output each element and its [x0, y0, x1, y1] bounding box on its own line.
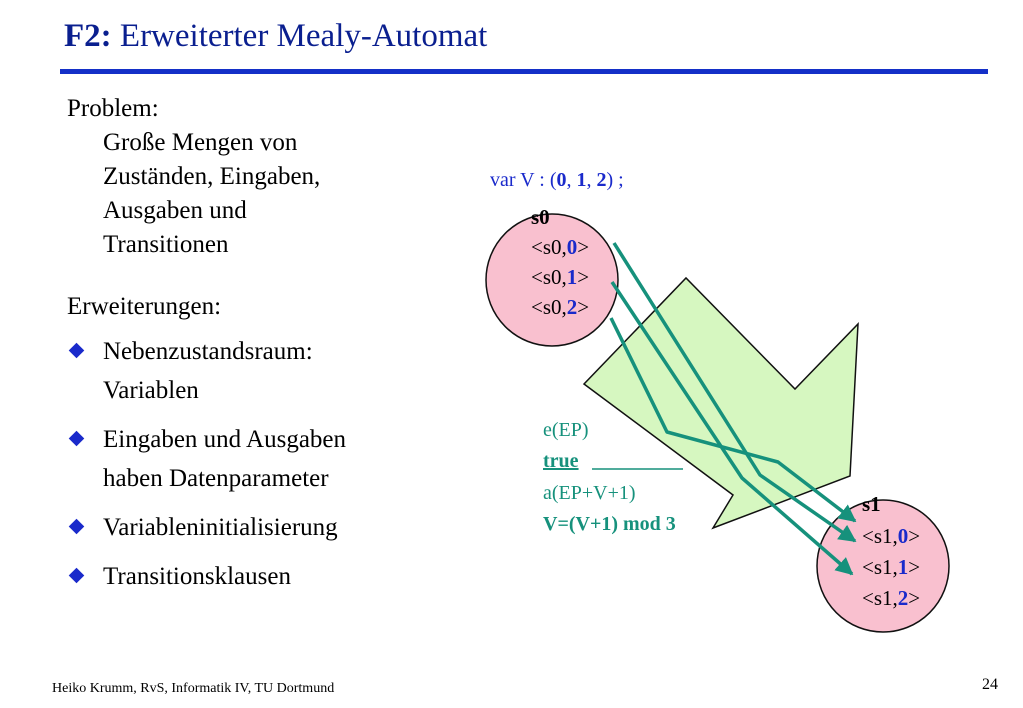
footer-author: Heiko Krumm, RvS, Informatik IV, TU Dort…	[52, 681, 335, 696]
state-s0-name: s0	[531, 205, 550, 229]
problem-line: Zuständen, Eingaben,	[103, 163, 321, 190]
transition-guard: true	[543, 450, 579, 472]
left-text-column: Problem: Große Mengen von Zuständen, Ein…	[67, 92, 346, 606]
transition-output: a(EP+V+1)	[543, 482, 636, 504]
bullet-item: Eingaben und Ausgaben haben Datenparamet…	[67, 420, 346, 498]
state-s0-item: <s0,1>	[531, 265, 589, 289]
bullet-item: Nebenzustandsraum: Variablen	[67, 332, 346, 410]
state-s0: s0 <s0,0> <s0,1> <s0,2>	[531, 205, 589, 319]
problem-heading: Problem:	[67, 95, 159, 122]
transition-arrow-1-to-2	[610, 281, 854, 576]
problem-line: Große Mengen von	[103, 129, 298, 156]
state-s0-circle	[485, 213, 619, 347]
transition-arrow-2-to-0	[609, 317, 857, 523]
state-s1-item: <s1,2>	[862, 586, 920, 610]
state-s1: s1 <s1,0> <s1,1> <s1,2>	[862, 492, 920, 610]
transition-arrow-0-to-1	[612, 242, 857, 543]
transition-assignment: V=(V+1) mod 3	[543, 513, 676, 535]
slide-title: F2: Erweiterter Mealy-Automat	[64, 18, 488, 54]
bullet-item: Variableninitialisierung	[67, 508, 346, 547]
state-s1-name: s1	[862, 492, 881, 516]
title-divider	[60, 69, 988, 74]
var-declaration: var V : (0, 1, 2) ;	[490, 169, 624, 191]
extensions-heading: Erweiterungen:	[67, 293, 222, 320]
state-s0-item: <s0,0>	[531, 235, 589, 259]
bullet-item: Transitionsklausen	[67, 557, 346, 596]
problem-line: Transitionen	[103, 231, 229, 258]
state-s1-item: <s1,1>	[862, 555, 920, 579]
problem-line: Ausgaben und	[103, 197, 247, 224]
page-number: 24	[982, 676, 998, 693]
state-s0-item: <s0,2>	[531, 295, 589, 319]
state-s1-item: <s1,0>	[862, 524, 920, 548]
transition-label: e(EP) true a(EP+V+1) V=(V+1) mod 3	[543, 419, 683, 535]
transition-input: e(EP)	[543, 419, 589, 441]
